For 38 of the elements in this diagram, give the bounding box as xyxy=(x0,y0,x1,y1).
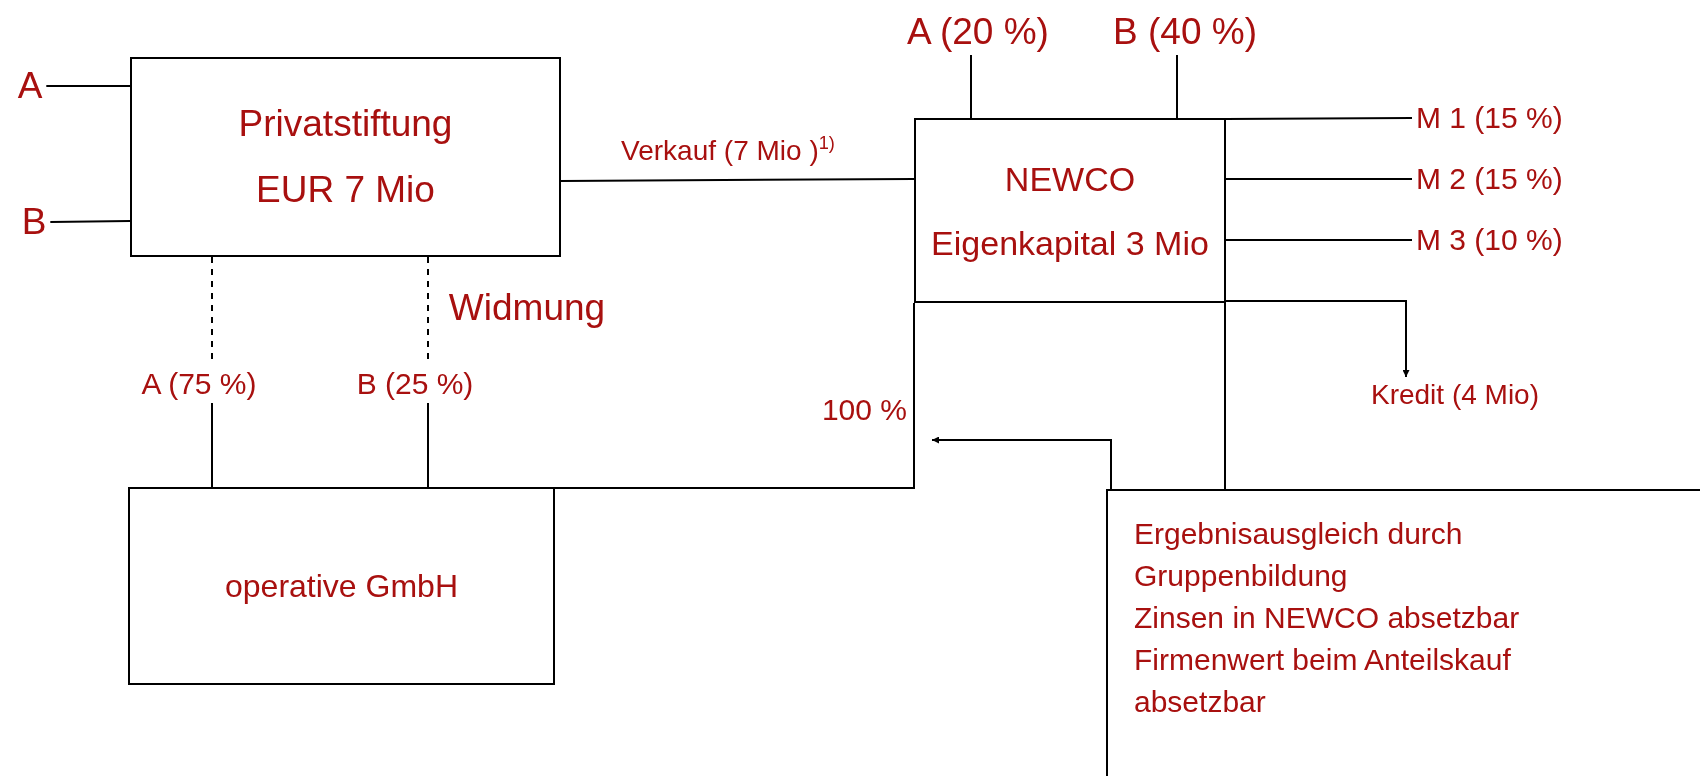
note-text: Firmenwert beim Anteilskauf absetzbar xyxy=(1134,642,1512,720)
node-label: B (40 %) xyxy=(1109,9,1261,55)
connector-line xyxy=(970,54,972,119)
box-text: Eigenkapital 3 Mio xyxy=(931,222,1209,264)
note-text: Zinsen in NEWCO absetzbar xyxy=(1134,600,1521,636)
connector-line xyxy=(211,402,213,488)
note-box xyxy=(1106,489,1700,776)
entity-box xyxy=(130,57,561,257)
node-label: M 2 (15 %) xyxy=(1412,160,1567,198)
connector-line xyxy=(554,302,915,489)
node-label: A (20 %) xyxy=(903,9,1053,55)
box-text: NEWCO xyxy=(1004,158,1136,200)
connector-line xyxy=(1225,178,1413,180)
box-text: Privatstiftung xyxy=(238,102,453,146)
box-text: operative GmbH xyxy=(225,567,458,606)
node-label: Kredit (4 Mio) xyxy=(1367,377,1543,413)
node-label: A xyxy=(13,63,47,109)
connector-line xyxy=(49,220,131,223)
arrow xyxy=(1225,300,1410,378)
connector-line xyxy=(1224,302,1226,490)
connector-line xyxy=(1225,117,1413,120)
connector-line xyxy=(427,402,429,488)
node-label: B (25 %) xyxy=(352,365,478,403)
connector-line xyxy=(1225,239,1413,241)
connector-line xyxy=(45,85,131,87)
note-text: Ergebnisausgleich durch Gruppenbildung xyxy=(1134,516,1464,594)
node-label: A (75 %) xyxy=(137,365,261,403)
node-label: M 1 (15 %) xyxy=(1412,99,1567,137)
node-label: M 3 (10 %) xyxy=(1412,221,1567,259)
entity-box xyxy=(128,487,555,685)
connector-line xyxy=(560,178,915,182)
edge-label: Verkauf (7 Mio )$^{1)}$ xyxy=(621,133,835,167)
annotation-label: Widmung xyxy=(448,287,606,329)
box-text: EUR 7 Mio xyxy=(256,168,435,212)
connector-line xyxy=(1176,54,1178,119)
node-label: B xyxy=(17,199,51,245)
entity-box xyxy=(914,118,1226,303)
arrow xyxy=(931,436,1112,490)
